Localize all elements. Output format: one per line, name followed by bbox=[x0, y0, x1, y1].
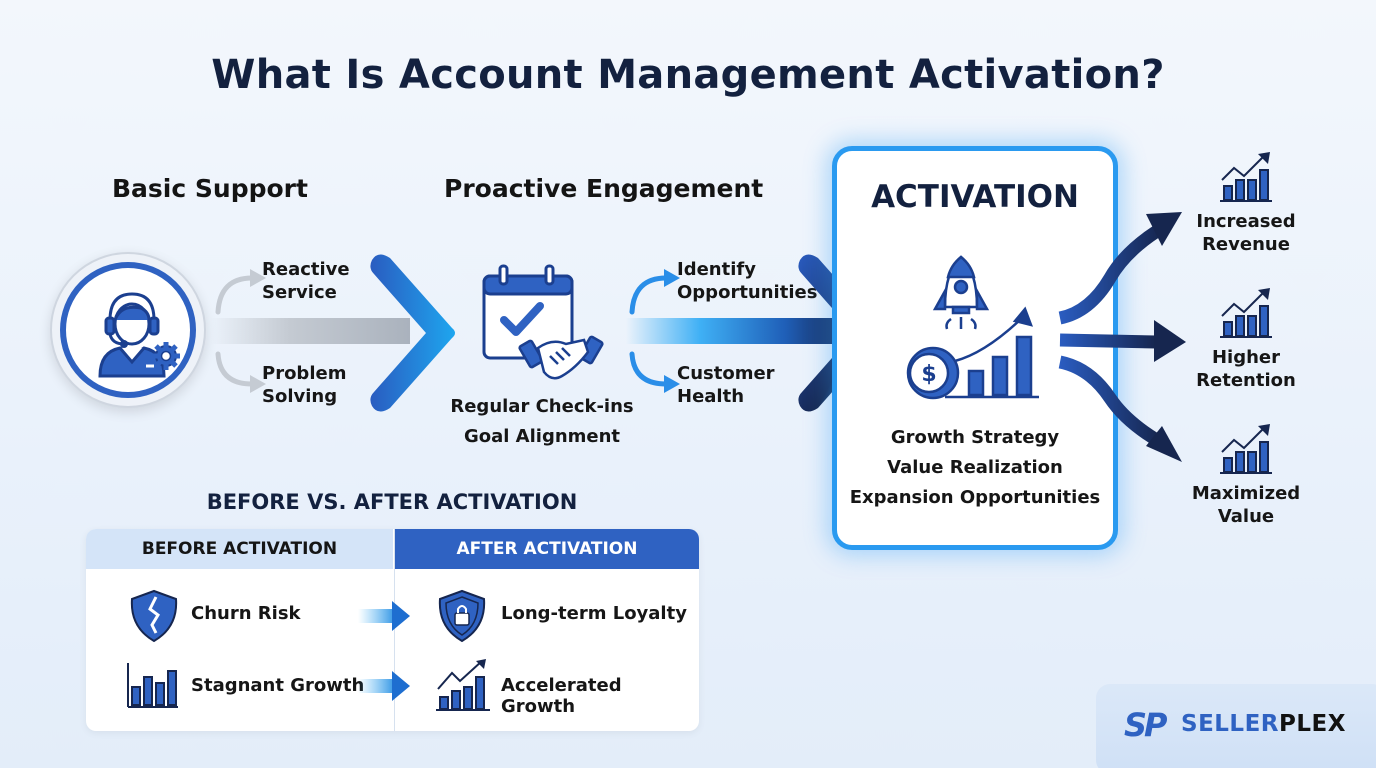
calendar-check-handshake-icon bbox=[482, 264, 604, 380]
branch-customer-health: Customer Health bbox=[677, 363, 775, 407]
stage-proactive-engagement-heading: Proactive Engagement bbox=[444, 174, 764, 203]
chevron-arrow-1-icon bbox=[370, 254, 455, 412]
branch-problem-solving: Problem Solving bbox=[262, 363, 347, 407]
activation-items: Growth Strategy Value Realization Expans… bbox=[849, 427, 1101, 508]
after-header: AFTER ACTIVATION bbox=[395, 529, 699, 569]
growth-chart-icon bbox=[1220, 152, 1272, 202]
logo-panel bbox=[1096, 684, 1376, 768]
activation-card: ACTIVATION $ Growth Strategy Value R bbox=[832, 146, 1118, 550]
rising-bar-chart-icon bbox=[436, 659, 490, 711]
after-accelerated-growth: Accelerated Growth bbox=[501, 675, 622, 717]
broken-shield-icon bbox=[130, 589, 178, 643]
page-title: What Is Account Management Activation? bbox=[211, 52, 1165, 98]
flat-bar-chart-icon bbox=[127, 663, 178, 708]
basic-support-badge bbox=[50, 252, 206, 408]
comparison-table: BEFORE ACTIVATION AFTER ACTIVATION Churn… bbox=[86, 529, 699, 731]
headset-agent-gear-icon bbox=[98, 292, 180, 378]
outcome-increased-revenue: Increased Revenue bbox=[1176, 150, 1316, 256]
stage-basic-support-heading: Basic Support bbox=[112, 174, 308, 203]
logo-wordmark: SELLERPLEX bbox=[1181, 711, 1346, 737]
activation-heading: ACTIVATION bbox=[871, 179, 1079, 215]
shield-lock-icon bbox=[438, 589, 486, 643]
growth-chart-icon bbox=[1220, 288, 1272, 338]
branch-reactive-service: Reactive Service bbox=[262, 259, 350, 303]
before-churn-risk: Churn Risk bbox=[191, 603, 301, 624]
svg-text:$: $ bbox=[921, 362, 936, 387]
column-divider bbox=[394, 529, 395, 731]
growth-chart-icon bbox=[1220, 424, 1272, 474]
outcome-higher-retention: Higher Retention bbox=[1176, 286, 1316, 392]
transition-arrow-icon bbox=[358, 671, 410, 701]
gray-branch-arrows bbox=[215, 269, 266, 393]
outcome-arrows bbox=[1058, 212, 1186, 462]
branch-identify-opportunities: Identify Opportunities bbox=[677, 259, 818, 303]
before-header: BEFORE ACTIVATION bbox=[86, 529, 393, 569]
blue-branch-arrows bbox=[629, 269, 680, 393]
chevron-arrow-2-icon bbox=[798, 254, 883, 412]
after-long-term-loyalty: Long-term Loyalty bbox=[501, 603, 687, 624]
before-stagnant-growth: Stagnant Growth bbox=[191, 675, 365, 696]
transition-arrow-icon bbox=[358, 601, 410, 631]
connector-bar-2 bbox=[626, 318, 838, 344]
comparison-title: BEFORE VS. AFTER ACTIVATION bbox=[206, 490, 578, 514]
outcome-maximized-value: Maximized Value bbox=[1176, 422, 1316, 528]
connector-bar-1 bbox=[210, 318, 410, 344]
logo-mark: SP bbox=[1124, 706, 1167, 744]
proactive-captions: Regular Check-ins Goal Alignment bbox=[450, 396, 634, 447]
rocket-coin-growth-chart-icon: $ bbox=[906, 255, 1039, 400]
